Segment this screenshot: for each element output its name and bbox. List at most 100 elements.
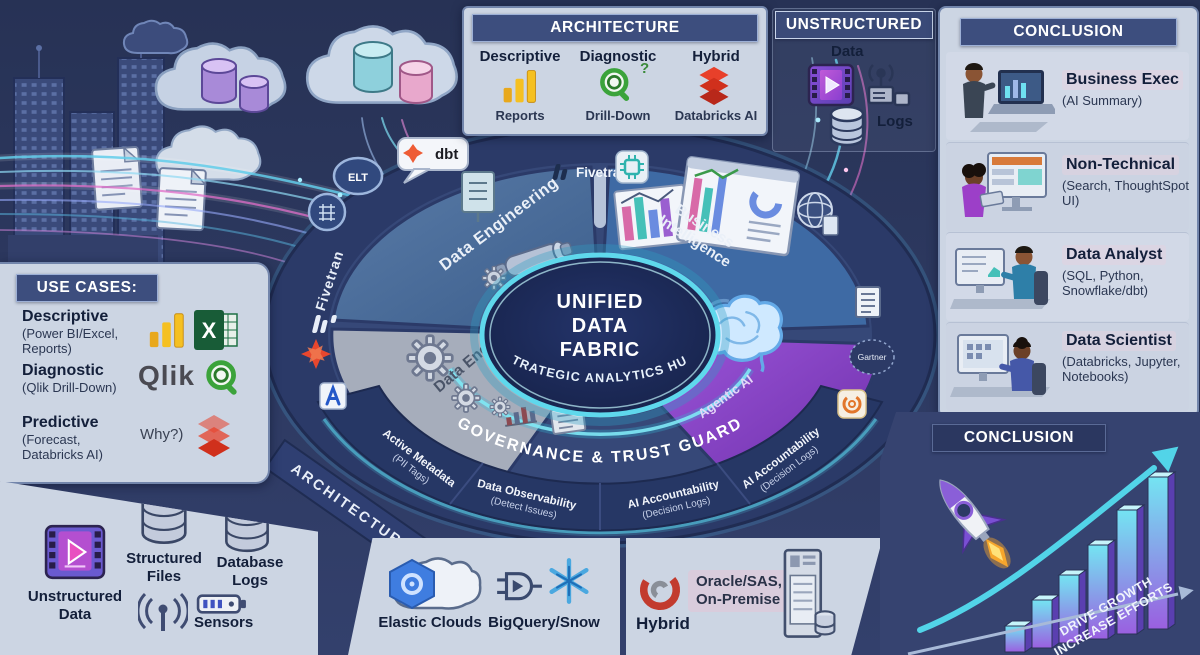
conclusion-growth-header: CONCLUSION xyxy=(932,424,1106,452)
caption-drill-down: Drill-Down xyxy=(585,108,651,123)
svg-text:UNIFIED: UNIFIED xyxy=(557,291,644,313)
powerbi-icon xyxy=(149,313,184,348)
hybrid-label: Hybrid xyxy=(636,614,690,633)
iot-antenna-icon xyxy=(867,64,911,107)
persona-subtitle: (Search, ThoughtSpot UI) xyxy=(1062,178,1189,209)
dbt-logo-icon xyxy=(301,339,331,369)
architecture-panel: ARCHITECTURE Descriptive Diagnostic Hybr… xyxy=(462,6,768,136)
persona-title: Data Analyst xyxy=(1066,246,1163,263)
onprem-panel: Oracle/SAS, On-Premise Hybrid xyxy=(626,538,883,655)
column-label-hybrid: Hybrid xyxy=(692,48,740,65)
unstructured-icons xyxy=(807,63,911,147)
persona-row-data-analyst: Data Analyst (SQL, Python, Snowflake/dbt… xyxy=(946,232,1189,321)
unstructured-panel-header: UNSTRUCTURED xyxy=(775,11,933,39)
ai-brain-icon xyxy=(699,294,783,373)
conclusion-growth-panel: CONCLUSION xyxy=(880,412,1200,655)
qlik-logo-text: Qlik xyxy=(138,360,195,391)
databricks-icon xyxy=(198,415,230,457)
checklist-document-icon xyxy=(855,286,881,318)
excel-icon: X xyxy=(194,310,238,350)
document-icon xyxy=(91,145,207,232)
dbt-speech-bubble: dbt xyxy=(397,137,469,184)
powerbi-icon xyxy=(503,70,536,103)
sensor-battery-icon xyxy=(196,594,246,614)
cloud-platforms-panel: Elastic Clouds BigQuery/Snow xyxy=(348,538,620,655)
unstructured-panel: UNSTRUCTURED Data xyxy=(772,8,936,152)
fivetran-logo xyxy=(312,315,337,333)
sensor-antenna-icon xyxy=(138,592,188,631)
persona-title: Data Scientist xyxy=(1066,332,1172,349)
globe-document-icon xyxy=(797,192,839,236)
database-cylinder-icon xyxy=(353,41,433,104)
data-analyst-illustration xyxy=(950,246,1050,309)
use-cases-panel: USE CASES: Descriptive (Power BI/Excel, … xyxy=(0,262,270,484)
svg-text:X: X xyxy=(202,318,217,343)
persona-subtitle: (Databricks, Jupyter, Notebooks) xyxy=(1062,354,1181,385)
svg-text:DATA: DATA xyxy=(572,315,629,337)
sas-swirl-icon xyxy=(639,569,681,611)
persona-row-data-scientist: Data Scientist (Databricks, Jupyter, Not… xyxy=(946,322,1189,411)
rocket-icon xyxy=(939,479,1011,569)
persona-row-non-technical: Non-Technical (Search, ThoughtSpot UI) xyxy=(946,142,1189,231)
persona-subtitle: (AI Summary) xyxy=(1062,93,1143,108)
caption-reports: Reports xyxy=(495,108,545,123)
qlik-magnifier-icon xyxy=(206,360,237,395)
cloud-data-illustration xyxy=(91,19,458,232)
sources-sensors-label: Sensors xyxy=(194,614,254,631)
svg-text:FABRIC: FABRIC xyxy=(560,339,640,361)
quadrant-divider xyxy=(594,172,606,228)
column-label-descriptive: Descriptive xyxy=(479,48,561,65)
use-case-descriptive: Descriptive xyxy=(22,308,109,325)
elastic-cloud-icon xyxy=(389,557,482,610)
vendor-orange-badge xyxy=(837,389,867,419)
notes-document-icon xyxy=(461,171,495,222)
svg-text:ELT: ELT xyxy=(348,172,368,184)
use-case-descriptive-sub: (Power BI/Excel, Reports) xyxy=(22,326,119,357)
why-note: Why?) xyxy=(140,426,184,443)
dbt-star-icon xyxy=(403,144,423,163)
ai-chip-icon xyxy=(615,150,649,184)
server-tower-icon xyxy=(783,548,836,638)
vendor-badge-icon xyxy=(319,382,347,410)
qlik-magnifier-icon xyxy=(600,68,630,101)
use-case-diagnostic: Diagnostic xyxy=(22,362,104,379)
diagnostic-question-mark: ? xyxy=(640,60,650,77)
use-cases-header: USE CASES: xyxy=(16,274,158,302)
use-case-predictive-sub: (Forecast, Databricks AI) xyxy=(22,432,103,463)
unified-data-fabric-hub: Active Metadata (PII Tags) Data Observab… xyxy=(245,109,940,578)
elastic-clouds-label: Elastic Clouds xyxy=(378,614,482,631)
database-cylinder-icon xyxy=(201,58,269,113)
database-cylinder-icon xyxy=(829,105,865,147)
business-exec-illustration xyxy=(963,63,1055,132)
onprem-vendor-label: Oracle/SAS, On-Premise xyxy=(688,570,790,612)
bigquery-snow-label: BigQuery/Snow xyxy=(488,614,600,631)
unstructured-data-label: Data xyxy=(831,43,864,60)
personas-panel: CONCLUSION Business Exec (AI Summary) xyxy=(938,6,1199,418)
use-case-diagnostic-sub: (Qlik Drill-Down) xyxy=(22,380,117,395)
video-film-icon xyxy=(44,524,106,580)
hub-center-circle xyxy=(479,252,721,418)
baseline-arrow xyxy=(907,592,1179,655)
video-film-icon xyxy=(807,63,855,107)
use-case-predictive: Predictive xyxy=(22,414,99,431)
persona-row-business-exec: Business Exec (AI Summary) xyxy=(946,52,1189,140)
snowflake-icon xyxy=(549,558,589,604)
unstructured-logs-label: Logs xyxy=(877,113,913,130)
caption-databricks-ai: Databricks AI xyxy=(674,108,758,123)
persona-title: Business Exec xyxy=(1066,71,1179,88)
hub-title: UNIFIED DATA FABRIC xyxy=(557,291,644,361)
trend-arrow xyxy=(917,465,1157,633)
growth-chart-illustration: DRIVE GROWTH INCREASE EFFORTS xyxy=(907,446,1194,655)
svg-text:dbt: dbt xyxy=(435,146,458,163)
sources-unstructured-label: Unstructured Data xyxy=(27,588,123,623)
data-scientist-illustration xyxy=(950,334,1050,397)
databricks-icon xyxy=(699,66,729,105)
sources-structured-label: Structured Files xyxy=(126,550,202,585)
personas-panel-header: CONCLUSION xyxy=(960,18,1177,46)
non-technical-illustration xyxy=(962,152,1047,217)
mini-bar-chart-icon xyxy=(505,406,538,427)
dashboard-panel-icon xyxy=(675,156,801,257)
svg-text:Gartner: Gartner xyxy=(858,352,887,362)
persona-title: Non-Technical xyxy=(1066,156,1176,173)
